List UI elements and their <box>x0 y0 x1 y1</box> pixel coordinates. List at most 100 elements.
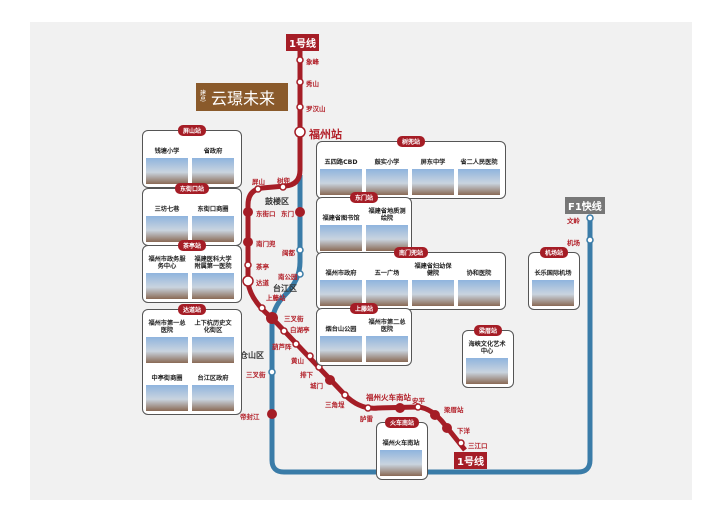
station-label[interactable]: 文岭 <box>567 217 580 225</box>
poi-name: 烟台山公园 <box>325 326 357 334</box>
station-label[interactable]: 东街口 <box>256 210 276 218</box>
poi-item: 三坊七巷 <box>146 198 188 242</box>
poi-photo <box>366 280 408 306</box>
station-label[interactable]: 城门 <box>310 382 323 390</box>
station-label[interactable]: 白湖亭 <box>290 326 310 334</box>
station-label[interactable]: 罗汉山 <box>306 105 326 113</box>
poi-photo <box>366 225 408 251</box>
station-label[interactable]: 茶亭 <box>256 263 269 271</box>
station-label[interactable]: 排下 <box>300 371 313 379</box>
poi-photo <box>458 169 500 195</box>
poi-name: 鼓实小学 <box>374 159 400 167</box>
poi-card-station-tag: 梁厝站 <box>473 325 503 336</box>
poi-name: 省二人民医院 <box>460 159 498 167</box>
station-label[interactable]: 上藤站 <box>266 294 286 302</box>
station-label[interactable]: 梁厝站 <box>444 406 464 414</box>
station-label[interactable]: 帝封江 <box>240 413 260 421</box>
poi-card-station-tag: 茶亭站 <box>177 240 207 251</box>
district-label: 鼓楼区 <box>265 197 289 206</box>
poi-item: 省二人民医院 <box>458 151 500 195</box>
poi-card: 上藤站烟台山公园福州市第二总医院 <box>316 303 412 366</box>
poi-item: 上下杭历史文化街区 <box>192 319 234 363</box>
station-label[interactable]: 树兜 <box>277 177 290 185</box>
poi-photo <box>366 336 408 362</box>
station-label[interactable]: 三江口 <box>468 442 488 450</box>
poi-item: 东街口商圈 <box>192 198 234 242</box>
poi-card-station-tag: 东街口站 <box>174 183 210 194</box>
poi-photo <box>412 280 454 306</box>
station-label[interactable]: 福州火车南站 <box>366 393 411 402</box>
line-1-label-bottom: 1号线 <box>454 452 487 469</box>
line-1-label-top: 1号线 <box>286 34 319 51</box>
poi-item: 五四路CBD <box>320 151 362 195</box>
poi-item: 福建医科大学附属第一医院 <box>192 255 234 299</box>
station-label[interactable]: 三角埕 <box>325 401 345 409</box>
station-label[interactable]: 闽都 <box>282 249 295 257</box>
poi-photo <box>466 358 508 384</box>
poi-card: 达道站福州市第一总医院上下杭历史文化街区中亭街商圈 台江区政府 <box>142 304 242 415</box>
poi-card-station-tag: 屏山站 <box>177 125 207 136</box>
station-label[interactable]: 东门 <box>281 210 294 218</box>
poi-item: 鼓实小学 <box>366 151 408 195</box>
poi-item: 福州市政务服务中心 <box>146 255 188 299</box>
station-label[interactable]: 象峰 <box>306 58 319 66</box>
poi-card-station-tag: 火车南站 <box>384 417 420 428</box>
poi-card-station-tag: 南门兜站 <box>393 247 429 258</box>
poi-item: 福州市政府 <box>320 262 362 306</box>
line-f1-label: F1快线 <box>565 197 605 214</box>
poi-name: 福州市政务服务中心 <box>148 256 186 271</box>
poi-item: 福州市第一总医院 <box>146 319 188 363</box>
poi-item: 长乐国际机场 <box>532 262 574 306</box>
station-label[interactable]: 黄山 <box>291 357 304 365</box>
poi-item: 福建省妇幼保健院 <box>412 262 454 306</box>
poi-name: 福州市第一总医院 <box>148 320 186 335</box>
poi-name: 协和医院 <box>466 270 492 278</box>
station-label[interactable]: 下洋 <box>457 427 470 435</box>
poi-name: 省政府 <box>203 148 223 156</box>
station-label[interactable]: 南门兜 <box>256 240 276 248</box>
promo-title: 云璟未来 <box>211 89 276 108</box>
station-label[interactable]: 胪雷 <box>360 415 373 423</box>
poi-card-station-tag: 上藤站 <box>349 303 379 314</box>
poi-name: 中亭街商圈 <box>151 375 183 383</box>
poi-item: 台江区政府 <box>192 367 234 411</box>
poi-photo <box>192 216 234 242</box>
poi-name: 钱塘小学 <box>154 148 180 156</box>
district-label: 台江区 <box>273 284 297 293</box>
poi-photo <box>192 273 234 299</box>
poi-card: 机场站长乐国际机场 <box>528 247 580 310</box>
poi-card: 屏山站钱塘小学 省政府 <box>142 125 242 188</box>
poi-name: 东街口商圈 <box>197 206 229 214</box>
station-label[interactable]: 屏山 <box>252 178 265 186</box>
district-label: 仓山区 <box>240 351 264 360</box>
station-label[interactable]: 安平 <box>412 397 425 405</box>
poi-photo <box>380 450 422 476</box>
poi-item: 福建省图书馆 <box>320 207 362 251</box>
poi-card-station-tag: 达道站 <box>177 304 207 315</box>
poi-card: 东街口站三坊七巷 东街口商圈 <box>142 183 242 246</box>
poi-name: 福建医科大学附属第一医院 <box>194 256 232 271</box>
poi-name: 三坊七巷 <box>154 206 180 214</box>
poi-photo <box>192 337 234 363</box>
station-label[interactable]: 葫芦阵 <box>272 343 292 351</box>
poi-photo <box>192 158 234 184</box>
station-label[interactable]: 达道 <box>256 279 269 287</box>
poi-name: 屏东中学 <box>420 159 446 167</box>
station-label[interactable]: 三叉街 <box>246 371 266 379</box>
station-label[interactable]: 秀山 <box>306 80 319 88</box>
station-label[interactable]: 三叉街 <box>284 315 304 323</box>
station-label[interactable]: 福州站 <box>309 128 342 141</box>
poi-photo <box>532 280 574 306</box>
poi-item: 中亭街商圈 <box>146 367 188 411</box>
poi-name: 福建省地质测绘院 <box>368 208 406 223</box>
poi-photo <box>146 158 188 184</box>
poi-item: 福建省地质测绘院 <box>366 207 408 251</box>
station-label[interactable]: 机场 <box>567 239 580 247</box>
poi-photo <box>192 385 234 411</box>
poi-photo <box>412 169 454 195</box>
poi-photo <box>146 385 188 411</box>
station-label[interactable]: 南公园 <box>278 273 298 281</box>
poi-photo <box>146 273 188 299</box>
poi-item: 协和医院 <box>458 262 500 306</box>
